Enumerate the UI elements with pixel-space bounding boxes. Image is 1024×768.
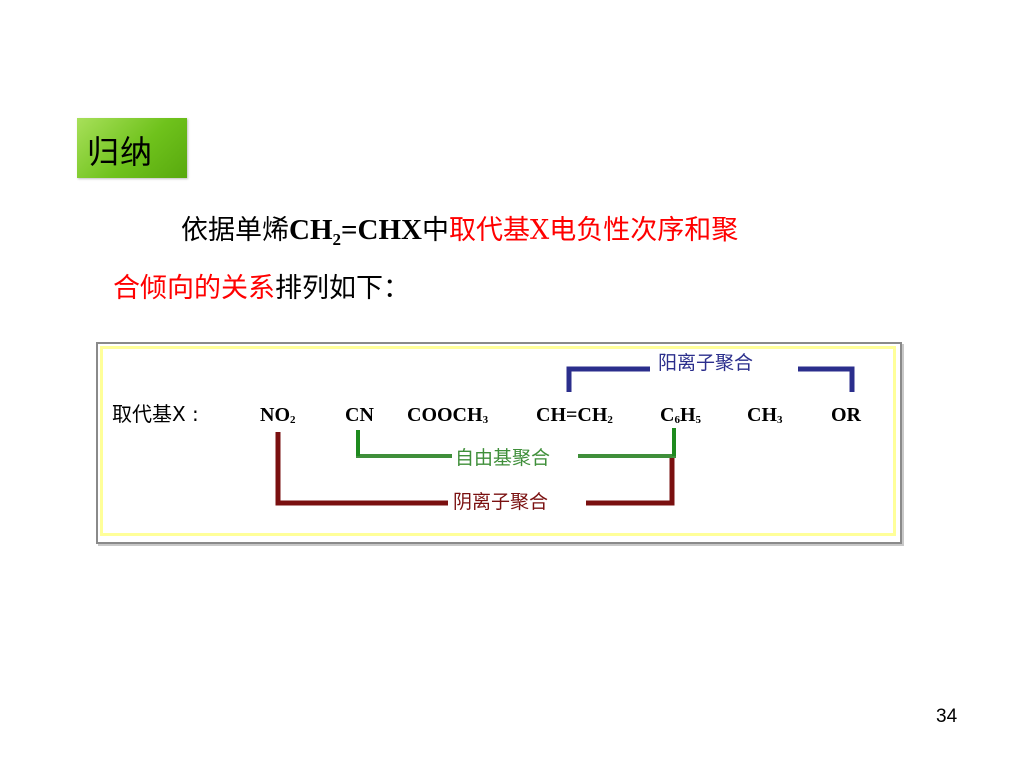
group-ch3: CH3 <box>747 404 783 426</box>
group-cn: CN <box>345 404 374 426</box>
group-no2: NO2 <box>260 404 296 426</box>
radical-bracket: 自由基聚合 <box>356 428 676 469</box>
group-cooch3: COOCH3 <box>407 404 489 426</box>
text-segment: 依据单烯 <box>181 215 289 246</box>
page-number: 34 <box>936 706 958 727</box>
cationic-bracket: 阳离子聚合 <box>566 352 855 392</box>
radical-bracket-right <box>578 428 676 458</box>
group-or: OR <box>831 404 862 426</box>
highlight-text: 合倾向的关系 <box>113 273 275 304</box>
paragraph-line-1: 依据单烯CH2=CHX中取代基X电负性次序和聚 <box>181 208 738 250</box>
paragraph-line-2: 合倾向的关系排列如下： <box>113 266 410 305</box>
row-label: 取代基X : <box>112 402 199 426</box>
formula-rest: =CHX <box>341 214 422 246</box>
anionic-bracket-left <box>275 432 448 506</box>
badge-label: 归纳 <box>87 133 154 171</box>
group-ch-ch2: CH=CH2 <box>536 404 613 426</box>
formula-main: CH <box>289 214 333 246</box>
text-segment: 排列如下： <box>275 273 410 304</box>
text-segment: 中 <box>421 215 449 246</box>
group-c6h5: C6H5 <box>660 404 702 426</box>
section-badge: 归纳 <box>77 118 187 178</box>
radical-label: 自由基聚合 <box>455 447 550 469</box>
cationic-bracket-right <box>798 366 855 392</box>
formula-sub: 2 <box>332 230 342 249</box>
cationic-label: 阳离子聚合 <box>658 352 753 374</box>
radical-bracket-left <box>356 430 452 458</box>
highlight-text: 取代基X电负性次序和聚 <box>448 215 739 246</box>
cationic-bracket-left <box>566 366 650 392</box>
anionic-bracket: 阴离子聚合 <box>275 432 675 513</box>
anionic-bracket-right <box>586 458 675 506</box>
diagram-frame-inner <box>100 346 896 536</box>
diagram-frame <box>96 342 902 544</box>
formula-monomer: CH2=CHX <box>289 214 422 249</box>
anionic-label: 阴离子聚合 <box>453 491 548 513</box>
